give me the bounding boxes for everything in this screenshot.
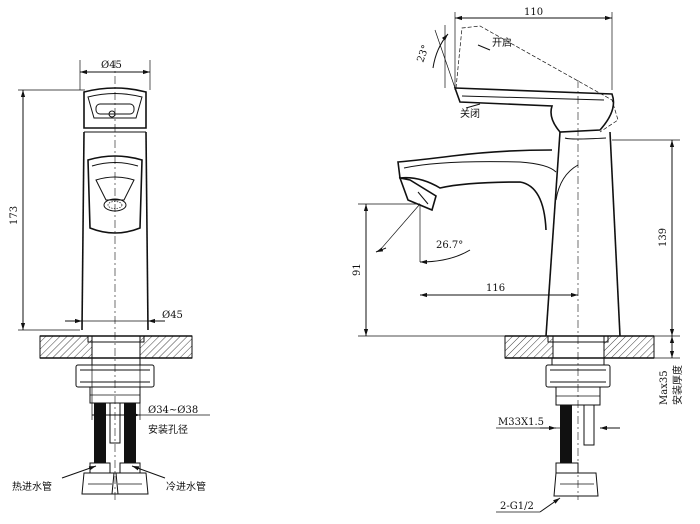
side-inlet-thread-dimension: 2-G1/2 (496, 497, 561, 513)
side-handle-open-position: 开启 (455, 25, 619, 133)
side-body (397, 131, 621, 337)
side-spout-height-dimension: 91 (352, 203, 505, 337)
side-thickness-caption: 安装厚度 (671, 365, 684, 405)
front-hole-diameter-label: Ø34~Ø38 (148, 405, 198, 416)
cold-inlet-label: 冷进水管 (166, 480, 206, 493)
side-body-height-dimension: 139 (612, 139, 680, 337)
side-thread-label: M33X1.5 (498, 417, 544, 428)
side-thickness-max-label: Max35 (659, 370, 670, 405)
side-handle-closed-position: 关闭 (453, 87, 615, 133)
front-inlet-labels: 热进水管 冷进水管 (12, 465, 206, 493)
side-open-angle-label: 23° (415, 44, 431, 64)
front-handle (83, 87, 147, 133)
front-top-width-dimension: Ø45 (79, 60, 151, 90)
side-spout-angle-label: 26.7° (436, 240, 463, 251)
front-view: Ø45 173 (9, 60, 210, 500)
side-open-label: 开启 (492, 36, 512, 49)
front-body (81, 131, 149, 331)
front-height-label: 173 (9, 206, 20, 225)
side-view: 110 23° 开启 关闭 (352, 7, 684, 513)
side-handle-length-dimension: 110 (454, 7, 613, 90)
front-countertop (39, 335, 193, 366)
front-base-width-dimension: Ø45 (65, 310, 183, 324)
side-thread-dimension: M33X1.5 (496, 417, 620, 431)
side-thickness-dimension: Max35 安装厚度 (654, 336, 684, 405)
front-top-width-label: Ø45 (101, 60, 122, 71)
hot-inlet-label: 热进水管 (12, 480, 52, 493)
side-spout-angle-dimension: 26.7° (375, 203, 471, 265)
side-spout-height-label: 91 (352, 263, 363, 276)
side-mounting-assembly (545, 364, 611, 497)
side-spout-reach-dimension: 116 (420, 283, 578, 298)
side-spout-reach-label: 116 (486, 283, 505, 294)
side-open-angle-dimension: 23° (415, 25, 456, 89)
side-inlet-thread-label: 2-G1/2 (500, 501, 534, 512)
front-height-dimension: 173 (9, 89, 85, 331)
front-hole-caption: 安装孔径 (148, 423, 188, 436)
side-body-height-label: 139 (658, 228, 669, 247)
side-countertop (504, 335, 655, 366)
side-handle-length-label: 110 (524, 7, 543, 18)
side-closed-label: 关闭 (460, 107, 480, 120)
front-hole-dimension: Ø34~Ø38 安装孔径 (91, 358, 210, 436)
front-base-width-label: Ø45 (162, 310, 183, 321)
